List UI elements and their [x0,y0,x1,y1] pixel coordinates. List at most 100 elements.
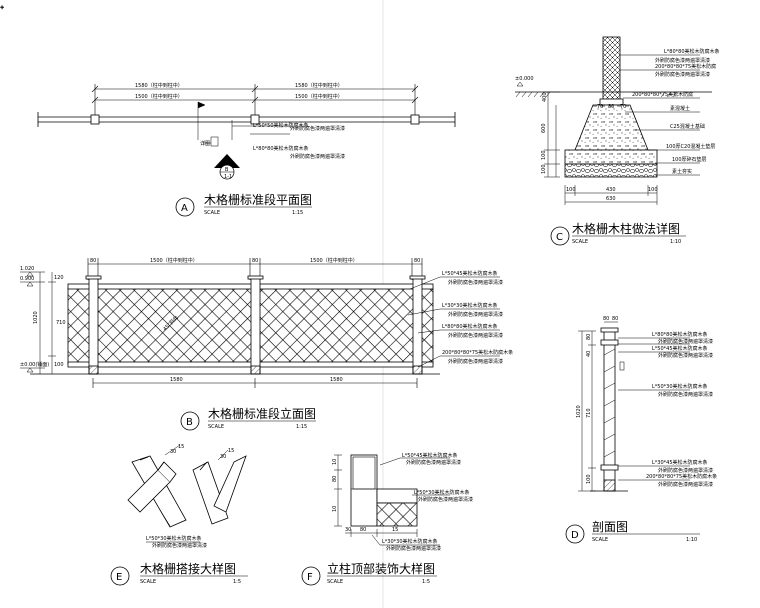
elevation-title: 木格栅标准段立面图 [208,406,316,421]
plan-scale: 1:15 [292,210,303,216]
column-title: 木格栅木柱做法详图 [572,221,680,236]
section-top-dim-1: 80 [603,316,609,322]
cap-lattice [376,502,418,527]
elev-note-7: 200*80*80*75美松木防腐木条 [442,349,513,356]
elevation-bottom-rail [67,361,434,368]
elevation-scale: 1:15 [296,424,307,430]
section-note-7: L*30*45美松木防腐木条 [652,459,708,466]
column-pad [564,149,658,165]
plan-note-3: L*80*80美松木防腐木条 [253,145,309,152]
column-bdim-3: 100 [648,187,658,193]
section-vdim-4: 710 [586,408,592,418]
plan-note-1: L*50*50美松木防腐木条 [253,122,309,129]
plan-dim-top-2: 1580（柱中到柱中） [295,82,343,89]
cap-bubble: F [307,572,313,583]
plan-dim-inner-1: 1500（柱中到柱中） [135,93,183,100]
elev-bottom-dim-2: 1580 [330,377,343,383]
section-scale-label: SCALE [592,537,608,543]
joint-member-right-b [213,455,247,513]
section-note-2: 外刷防腐色漆两遍罩清漆 [658,338,713,345]
elev-vdim-1: 120 [54,275,64,281]
section-top-dim-2: 80 [612,316,618,322]
elevation-scale-label: SCALE [208,424,224,430]
section-note-8: 外刷防腐色漆两遍罩清漆 [658,467,713,474]
column-detail: ±0.000 400 600 100 100 70 80 70 100 430 … [515,36,720,246]
elev-note-2: 外刷防腐色漆两遍罩清漆 [448,279,503,286]
elev-top-dim-3: 80 [252,258,258,264]
column-note-5: 200*80*80*75美松木防腐 [632,91,693,98]
elev-level-2: 0.900 [20,276,34,282]
joint-detail [127,455,247,528]
column-note-8: 100厚C20混凝土垫层 [666,143,715,150]
column-vdim-3: 100 [541,150,547,160]
column-level: ±0.000 [515,76,534,82]
section-view: 80 80 80 40 1020 710 100 L*80*80美松木防腐木条 … [565,316,717,544]
cap-note-2: 外刷防腐色漆两遍罩清漆 [406,459,461,466]
plan-bubble: A [181,203,188,214]
joint-dim-4: 15 [228,448,234,454]
elev-top-dim-2: 1500（柱中到柱中） [150,257,198,264]
column-bdim-2: 430 [606,187,616,193]
cap-scale-label: SCALE [327,579,343,585]
top-mark: + [0,5,4,11]
column-scale: 1:10 [670,239,681,245]
cap-note-5: L*30*30美松木防腐木条 [382,538,438,545]
section-title: 剖面图 [592,520,628,534]
column-bdim-1: 100 [566,187,576,193]
section-vdim-5: 100 [586,474,592,484]
joint-dim-1: 30 [170,449,176,455]
elev-top-dim-4: 1500（柱中到柱中） [310,257,358,264]
column-bdims [564,185,658,205]
joint-bubble: E [116,572,122,583]
column-note-3: 200*80*80*75美松木防腐 [655,63,716,70]
column-bdim-4: 630 [606,196,616,202]
section-note-10: 外刷防腐色漆两遍罩清漆 [658,481,713,488]
plan-section-mark-letter: B [225,167,229,173]
cap-dims [334,454,450,546]
cap-note-6: 外刷防腐色漆两遍罩清漆 [386,545,441,552]
elevation-levels [20,271,56,374]
column-note-6: 素混凝土 [670,105,690,112]
section-vdim-2: 40 [586,351,592,357]
cap-dim-5: 80 [360,527,366,533]
elevation-top-rail [67,283,434,290]
cap-dim-1: 10 [332,459,338,465]
elev-note-3: L*30*30美松木防腐木条 [442,302,498,309]
elevation-bottom-dims [92,378,418,388]
plan-title: 木格栅标准段平面图 [204,192,312,207]
joint-scale: 1:5 [233,579,241,585]
cap-note-4: 外刷防腐色漆两遍罩清漆 [418,496,473,503]
column-leaders [620,54,700,176]
cap-note-1: L*50*45美松木防腐木条 [402,452,458,459]
plan-fence-bar [37,112,456,127]
column-bubble: C [556,232,563,243]
section-bubble: D [571,530,579,541]
column-vdim-1: 400 [542,92,548,102]
column-vdim-4: 100 [541,164,547,174]
column-scale-label: SCALE [572,239,588,245]
elevation-lattice [67,287,434,365]
joint-scale-label: SCALE [140,579,156,585]
cap-note-3: L*50*30美松木防腐木条 [414,489,470,496]
plan-leaders [197,101,290,147]
cap-title: 立柱顶部装饰大样图 [327,561,435,576]
elev-vdim-4: 100 [54,362,64,368]
cap-rail [376,488,418,504]
section-note-4: 外刷防腐色漆两遍罩清漆 [658,352,713,359]
column-note-10: 素土夯实 [672,168,692,175]
elev-note-4: 外刷防腐色漆两遍罩清漆 [448,311,503,318]
section-leaders [618,337,690,481]
joint-note-2: 外刷防腐色漆两遍罩清漆 [152,542,207,549]
elev-level-3: ±0.00(铺面) [20,361,49,368]
joint-dim-2: 15 [178,444,184,450]
section-note-9: 200*80*80*75美松木防腐木条 [646,473,717,480]
plan-view: 1580（柱中到柱中） 1580（柱中到柱中） 1500（柱中到柱中） 1500… [37,82,456,217]
column-vdim-2: 600 [541,123,547,133]
elev-vdim-3: 710 [56,320,66,326]
plan-small-label: 详图 [200,140,210,147]
section-note-1: L*80*80美松木防腐木条 [652,331,708,338]
elev-vdim-2: 1020 [33,311,39,324]
elev-top-dim-1: 80 [90,258,96,264]
section-note-5: L*50*30美松木防腐木条 [652,383,708,390]
